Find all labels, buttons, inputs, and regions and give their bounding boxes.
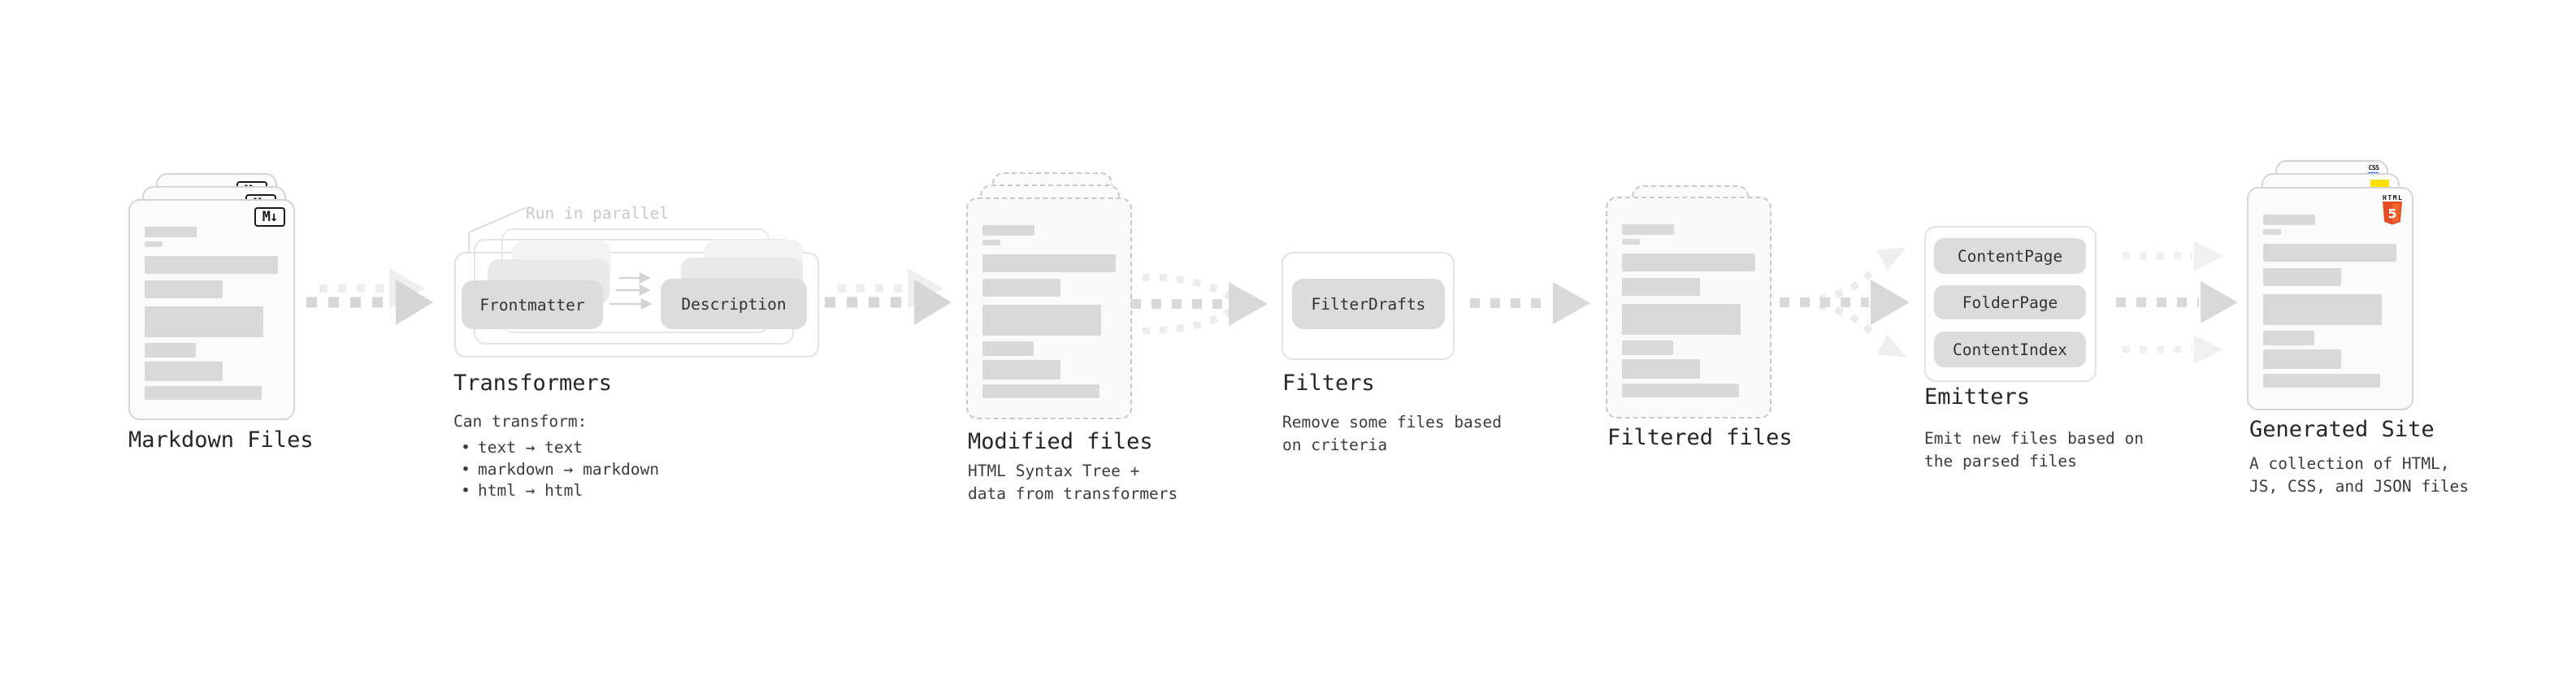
modified-files-label: Modified files: [968, 429, 1153, 454]
placeholder-text-bar: [1622, 359, 1700, 379]
transformer-frame-front: [454, 252, 819, 358]
transformers-title: Transformers: [453, 371, 613, 396]
placeholder-text-bar: [145, 227, 197, 237]
flow-arrow-filtered-to-emitters: [1780, 247, 1910, 358]
transform-bullet: • markdown → markdown: [453, 459, 659, 481]
placeholder-text-bar: [982, 341, 1034, 356]
bullet-text: markdown → markdown: [478, 459, 660, 479]
subtitle-line: A collection of HTML,: [2249, 454, 2450, 473]
placeholder-text-bar: [1622, 340, 1673, 355]
filters-frame: [1281, 252, 1455, 360]
placeholder-text-bar: [982, 384, 1099, 398]
placeholder-text-bar: [2263, 229, 2281, 235]
placeholder-text-bar: [982, 240, 1000, 245]
placeholder-text-bar: [2263, 268, 2341, 286]
placeholder-text-bar: [145, 343, 196, 358]
placeholder-text-bar: [1622, 384, 1739, 397]
note-leader-line: [468, 207, 526, 254]
flow-arrow-folderpage-to-site: [2116, 281, 2238, 323]
subtitle-line: data from transformers: [968, 484, 1178, 503]
emitters-title: Emitters: [1924, 384, 2031, 410]
emitter-pill-contentpage: ContentPage: [1934, 238, 2086, 274]
emitters-subtitle: Emit new files based on the parsed files: [1924, 427, 2144, 473]
placeholder-text-bar: [145, 241, 163, 247]
bullet-glyph: •: [461, 481, 471, 501]
placeholder-text-bar: [2263, 244, 2396, 262]
placeholder-text-bar: [1622, 254, 1755, 271]
transform-bullet: • html → html: [453, 480, 659, 502]
bullet-glyph: •: [461, 438, 471, 457]
placeholder-text-bar: [2263, 215, 2315, 225]
placeholder-text-bar: [145, 306, 263, 337]
filters-subtitle: Remove some files based on criteria: [1282, 411, 1502, 457]
markdown-file-card-front: M↓: [128, 199, 295, 420]
can-transform-heading: Can transform:: [453, 412, 588, 431]
placeholder-text-bar: [2263, 331, 2314, 345]
run-in-parallel-note: Run in parallel: [526, 204, 670, 223]
generated-site-label: Generated Site: [2249, 417, 2435, 442]
placeholder-text-bar: [982, 279, 1060, 297]
css-icon-label: CSS: [2368, 164, 2379, 171]
flow-arrow-transformers-to-modified: [825, 268, 952, 325]
markdown-files-label: Markdown Files: [128, 427, 314, 453]
site-file-card-html: HTML 5: [2247, 187, 2413, 410]
flow-arrow-modified-to-filters: [1131, 273, 1268, 335]
placeholder-text-bar: [145, 386, 262, 400]
placeholder-text-bar: [145, 362, 223, 381]
placeholder-text-bar: [145, 280, 223, 298]
emitter-pill-contentindex: ContentIndex: [1934, 332, 2086, 367]
svg-text:5: 5: [2387, 206, 2396, 222]
transformer-pill-description: Description: [661, 279, 807, 329]
placeholder-text-bar: [2263, 374, 2380, 388]
flow-arrow-contentindex-to-site: [2123, 335, 2223, 364]
flow-arrow-filters-to-filtered: [1470, 282, 1590, 324]
javascript-icon: [2370, 180, 2389, 189]
bullet-glyph: •: [461, 459, 471, 479]
transformer-pill-frontmatter: Frontmatter: [462, 280, 603, 329]
bullet-text: html → html: [478, 481, 583, 501]
bullet-text: text → text: [478, 438, 583, 457]
subtitle-line: on criteria: [1282, 436, 1388, 454]
modified-file-card-front: [966, 197, 1132, 419]
subtitle-line: HTML Syntax Tree +: [968, 462, 1140, 480]
subtitle-line: Emit new files based on: [1924, 429, 2144, 448]
placeholder-text-bar: [145, 256, 278, 274]
subtitle-line: JS, CSS, and JSON files: [2249, 477, 2470, 496]
modified-files-subtitle: HTML Syntax Tree + data from transformer…: [968, 460, 1177, 505]
placeholder-text-bar: [1622, 278, 1700, 296]
parallel-arrows-icon: [609, 271, 653, 310]
emitters-frame: [1924, 226, 2097, 382]
emitter-pill-folderpage: FolderPage: [1934, 285, 2086, 319]
placeholder-text-bar: [1622, 224, 1674, 235]
placeholder-text-bar: [982, 254, 1116, 272]
placeholder-text-bar: [1622, 304, 1741, 335]
placeholder-text-bar: [982, 225, 1034, 236]
filtered-file-card-front: [1606, 197, 1772, 419]
filtered-files-label: Filtered files: [1607, 425, 1793, 450]
filter-pill-filterdrafts: FilterDrafts: [1292, 279, 1445, 329]
placeholder-text-bar: [982, 360, 1060, 380]
transform-bullet: • text → text: [453, 437, 659, 459]
flow-arrow-contentpage-to-site: [2123, 241, 2223, 271]
subtitle-line: the parsed files: [1924, 452, 2077, 471]
placeholder-text-bar: [2263, 294, 2382, 325]
placeholder-text-bar: [2263, 349, 2341, 369]
subtitle-line: Remove some files based: [1282, 413, 1503, 432]
filters-title: Filters: [1282, 371, 1375, 396]
markdown-icon: M↓: [254, 207, 285, 227]
generated-site-subtitle: A collection of HTML, JS, CSS, and JSON …: [2249, 453, 2469, 498]
html5-shield: 5: [2383, 202, 2402, 225]
placeholder-text-bar: [982, 305, 1101, 336]
html5-icon: HTML 5: [2383, 194, 2402, 225]
transformers-description: Can transform: • text → text • markdown …: [453, 410, 659, 502]
flow-arrow-markdown-to-transformers: [306, 268, 433, 325]
placeholder-text-bar: [1622, 239, 1640, 245]
html5-icon-label: HTML: [2383, 194, 2404, 202]
